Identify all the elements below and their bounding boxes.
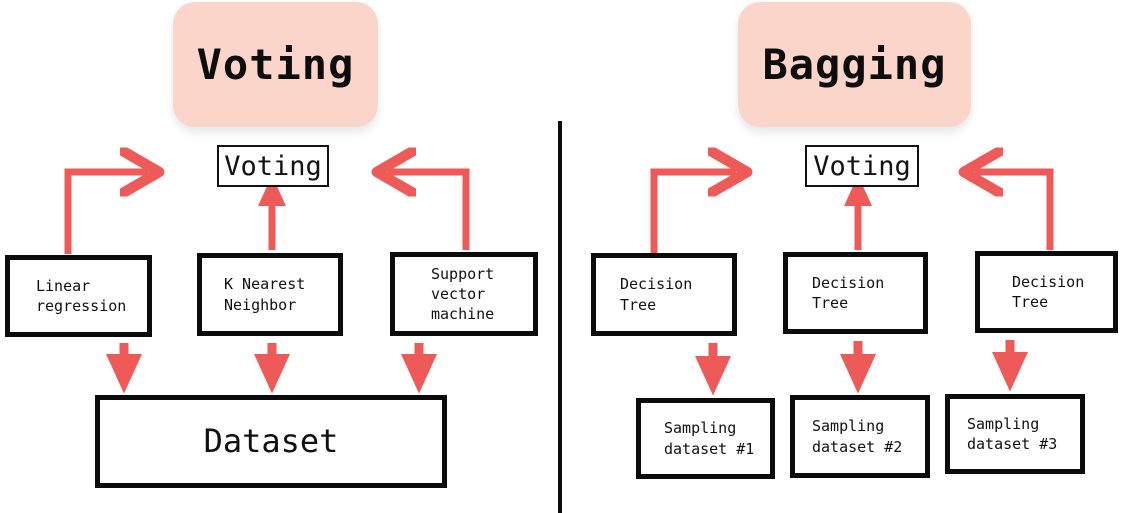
panel-header-voting-label: Voting [196, 39, 355, 89]
model-box-support-vector-machine[interactable]: Support vector machine [390, 252, 538, 336]
model-box-linear-regression[interactable]: Linear regression [5, 255, 152, 337]
aggregator-box-bagging-voting[interactable]: Voting [805, 145, 919, 187]
source-box-sampling-dataset-2-label: Sampling dataset #2 [812, 417, 903, 456]
model-box-decision-tree-2[interactable]: Decision Tree [783, 252, 928, 334]
source-box-sampling-dataset-3[interactable]: Sampling dataset #3 [945, 394, 1085, 474]
panel-header-bagging-label: Bagging [762, 39, 947, 89]
model-box-decision-tree-1[interactable]: Decision Tree [591, 253, 737, 336]
aggregator-box-bagging-voting-label: Voting [813, 150, 911, 182]
panel-divider [558, 121, 562, 513]
aggregator-box-voting[interactable]: Voting [217, 145, 329, 187]
aggregator-box-voting-label: Voting [224, 150, 322, 182]
model-box-linear-regression-label: Linear regression [36, 276, 127, 315]
model-box-decision-tree-3[interactable]: Decision Tree [975, 251, 1118, 333]
source-box-sampling-dataset-3-label: Sampling dataset #3 [967, 414, 1058, 453]
source-box-dataset-label: Dataset [203, 421, 339, 460]
model-box-k-nearest-neighbor-label: K Nearest Neighbor [224, 275, 306, 314]
source-box-sampling-dataset-2[interactable]: Sampling dataset #2 [790, 395, 930, 478]
source-box-dataset[interactable]: Dataset [95, 395, 447, 488]
model-box-k-nearest-neighbor[interactable]: K Nearest Neighbor [197, 253, 343, 336]
model-box-support-vector-machine-label: Support vector machine [431, 264, 495, 324]
arrow-svm-to-voting [388, 172, 470, 250]
model-box-decision-tree-3-label: Decision Tree [1012, 272, 1085, 311]
arrow-linear-regression-to-voting [64, 172, 148, 254]
model-box-decision-tree-1-label: Decision Tree [620, 275, 693, 314]
source-box-sampling-dataset-1-label: Sampling dataset #1 [664, 419, 755, 458]
panel-header-bagging: Bagging [738, 2, 971, 127]
panel-header-voting: Voting [173, 2, 378, 127]
source-box-sampling-dataset-1[interactable]: Sampling dataset #1 [636, 398, 775, 479]
arrow-decision-tree-1-to-voting [650, 172, 736, 254]
model-box-decision-tree-2-label: Decision Tree [812, 273, 885, 312]
arrow-decision-tree-3-to-voting [975, 172, 1054, 250]
